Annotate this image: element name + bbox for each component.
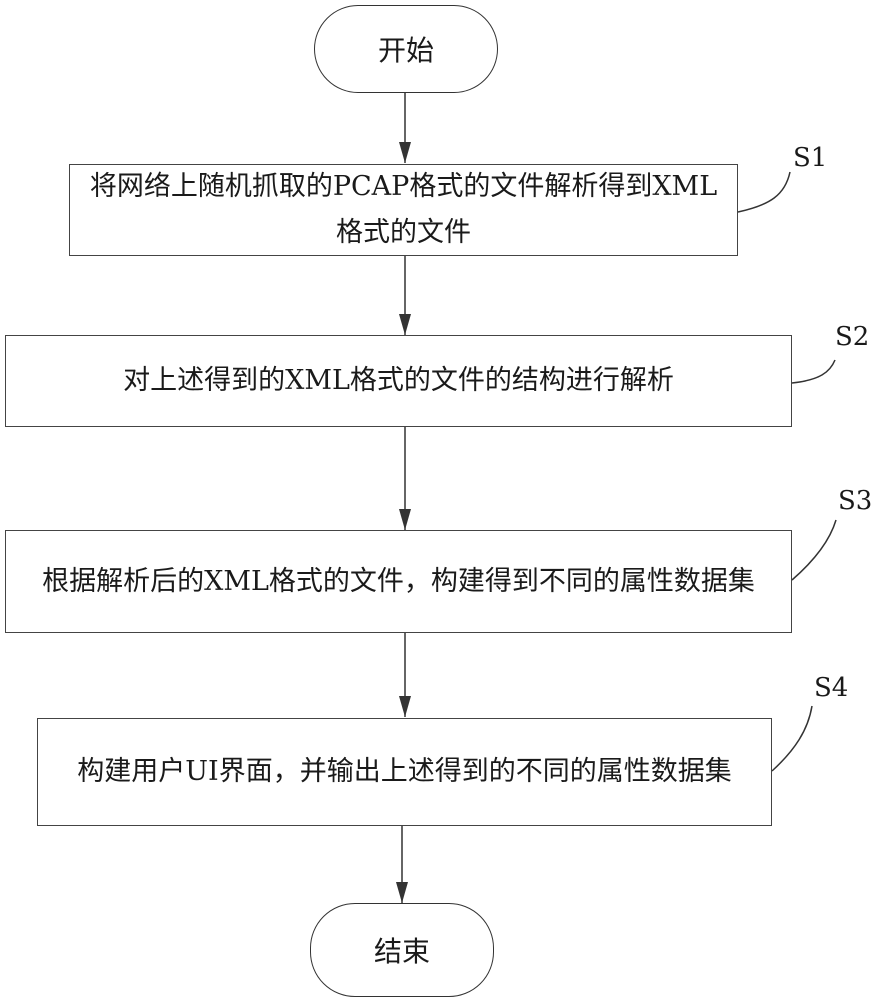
- step-s4-text: 构建用户UI界面，并输出上述得到的不同的属性数据集: [77, 756, 732, 787]
- end-terminal: 结束: [310, 903, 494, 997]
- callout-s3: [791, 519, 837, 581]
- start-terminal: 开始: [314, 5, 498, 93]
- step-s4: 构建用户UI界面，并输出上述得到的不同的属性数据集: [37, 718, 772, 826]
- arrow-s4-to-end: [396, 826, 408, 903]
- step-s1-text: 将网络上随机抓取的PCAP格式的文件解析得到XML格式的文件: [89, 171, 718, 248]
- step-s3-label: S3: [838, 486, 873, 516]
- step-s1: 将网络上随机抓取的PCAP格式的文件解析得到XML格式的文件: [69, 164, 738, 256]
- step-s3-text: 根据解析后的XML格式的文件，构建得到不同的属性数据集: [42, 565, 755, 597]
- start-label: 开始: [377, 34, 434, 67]
- step-s2-text: 对上述得到的XML格式的文件的结构进行解析: [123, 365, 674, 396]
- arrow-s3-to-s4: [399, 633, 411, 717]
- step-s2: 对上述得到的XML格式的文件的结构进行解析: [5, 335, 792, 427]
- step-s1-label: S1: [793, 143, 828, 173]
- arrow-start-to-s1: [399, 92, 411, 163]
- step-s3: 根据解析后的XML格式的文件，构建得到不同的属性数据集: [5, 530, 792, 633]
- callout-s2: [791, 359, 836, 384]
- end-label: 结束: [373, 935, 430, 968]
- arrow-s2-to-s3: [399, 427, 411, 530]
- callout-s4: [771, 705, 813, 772]
- arrow-s1-to-s2: [399, 256, 411, 335]
- step-s4-label: S4: [814, 673, 849, 703]
- step-s2-label: S2: [835, 322, 870, 352]
- callout-s1: [737, 171, 791, 213]
